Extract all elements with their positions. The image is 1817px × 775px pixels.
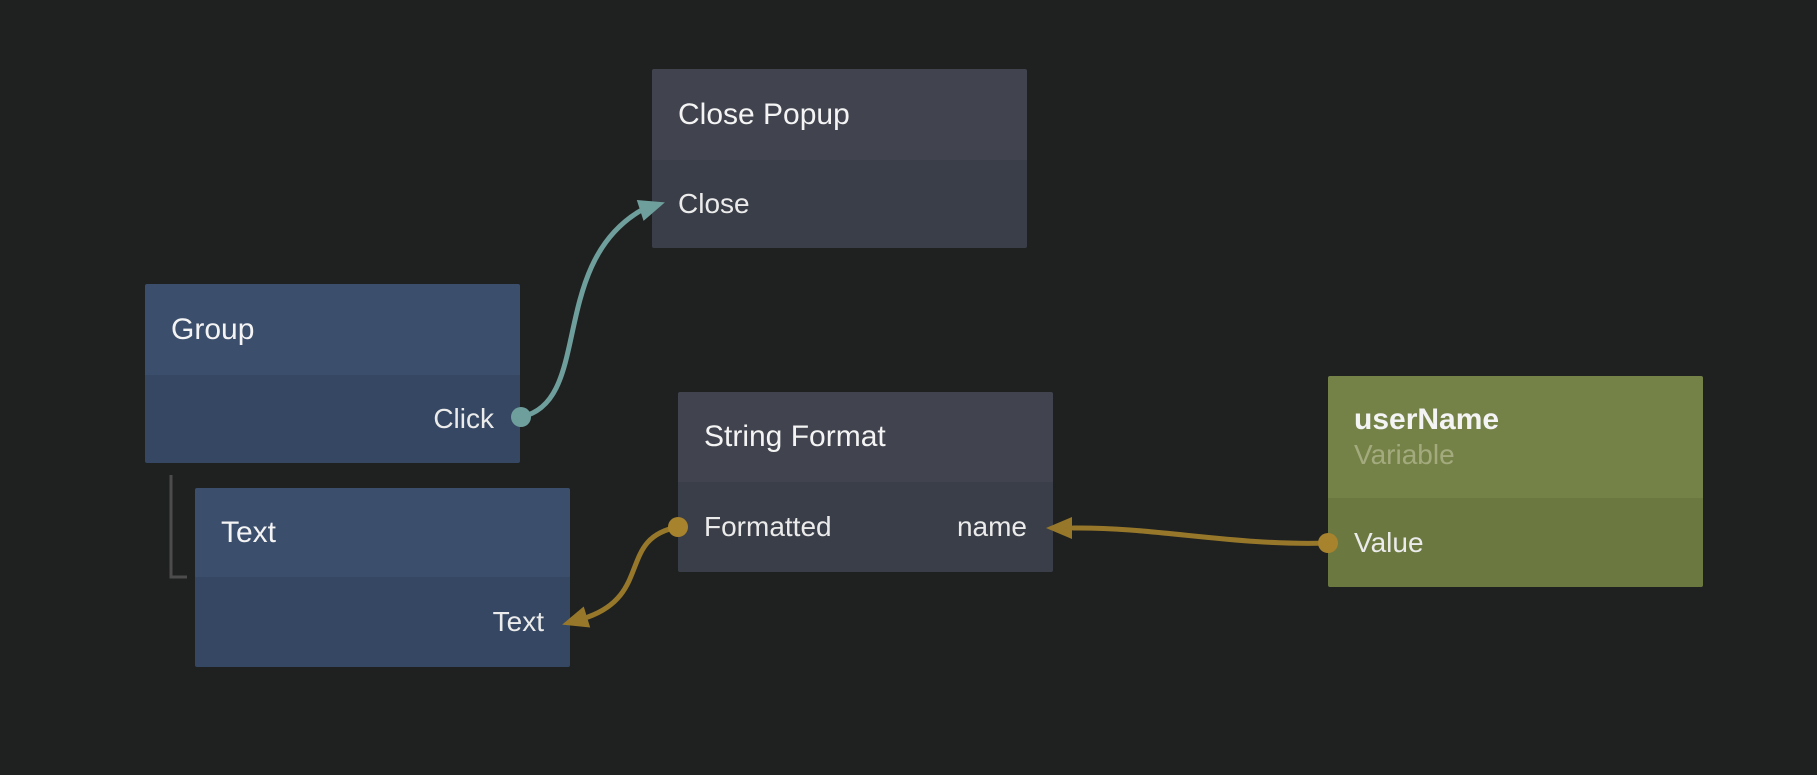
port-output-click[interactable]: Click [433,403,494,434]
port-input-text[interactable]: Text [492,606,544,637]
port-input-close[interactable]: Close [678,188,750,219]
node-body: Formatted name [678,482,1053,572]
node-body: Value [1328,498,1703,587]
port-output-formatted[interactable]: Formatted [704,511,832,542]
node-header[interactable]: String Format [678,392,1053,482]
connection-wire-group-click-to-closepopup-close[interactable] [518,208,643,420]
node-body: Text [195,577,570,667]
node-subtitle: Variable [1354,439,1455,470]
node-title: userName [1354,403,1500,436]
connection-wire-stringformat-formatted-to-text-text[interactable] [585,524,681,620]
connection-wire-username-value-to-stringformat-name[interactable] [1070,525,1331,546]
node-title: Text [221,515,277,549]
port-output-value[interactable]: Value [1354,526,1424,558]
node-body: Close [652,160,1027,248]
hierarchy-line-group-to-text [169,475,187,579]
node-title: Close Popup [678,97,850,131]
node-title: String Format [704,420,886,453]
node-header[interactable]: Close Popup [652,69,1027,160]
node-body: Click [145,375,520,463]
node-title: Group [171,312,255,346]
node-header[interactable]: Group [145,284,520,375]
node-header[interactable]: Text [195,488,570,577]
port-input-name[interactable]: name [956,511,1027,542]
